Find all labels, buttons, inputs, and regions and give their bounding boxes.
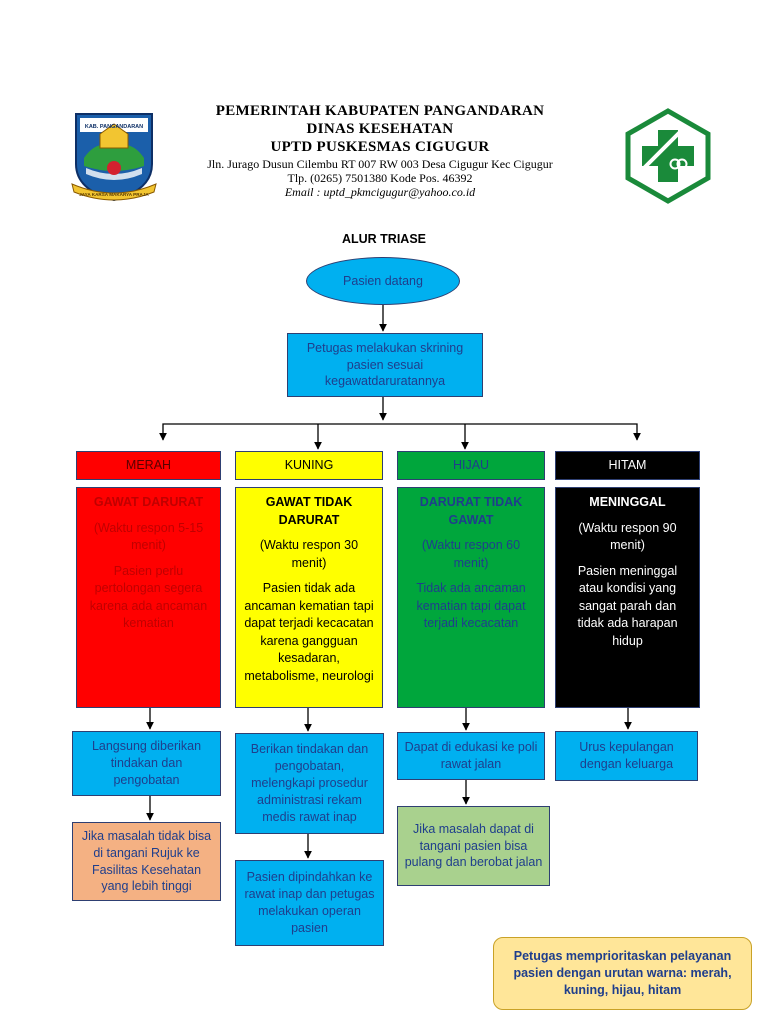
category-desc: Pasien perlu pertolongan segera karena a… xyxy=(89,563,208,631)
category-title: GAWAT TIDAK DARURAT xyxy=(265,495,353,527)
category-detail-merah: GAWAT DARURAT (Waktu respon 5-15 menit) … xyxy=(76,487,221,708)
category-detail-hitam: MENINGGAL (Waktu respon 90 menit) Pasien… xyxy=(555,487,700,708)
category-header-merah: MERAH xyxy=(76,451,221,480)
header-phone: Tlp. (0265) 7501380 Kode Pos. 46392 xyxy=(287,171,473,185)
category-time: (Waktu respon 30 menit) xyxy=(259,538,359,570)
category-desc: Tidak ada ancaman kematian tapi dapat te… xyxy=(416,581,526,630)
category-time: (Waktu respon 60 menit) xyxy=(421,538,521,570)
category-title: DARURAT TIDAK GAWAT xyxy=(419,495,523,527)
kab-pangandaran-logo: KAB. PANGANDARAN JAYA KARSA MAKARYA PRAJ… xyxy=(66,106,162,206)
logo-top-text: KAB. PANGANDARAN xyxy=(85,124,143,130)
header-line-1: PEMERINTAH KABUPATEN PANGANDARAN xyxy=(215,103,545,119)
category-desc: Pasien meninggal atau kondisi yang sanga… xyxy=(577,563,678,648)
header-email: Email : uptd_pkmcigugur@yahoo.co.id xyxy=(284,185,476,199)
action-hitam-1: Urus kepulangan dengan keluarga xyxy=(555,731,698,781)
category-header-hijau: HIJAU xyxy=(397,451,545,480)
category-header-kuning: KUNING xyxy=(235,451,383,480)
diagram-title: ALUR TRIASE xyxy=(341,232,427,246)
category-time: (Waktu respon 5-15 menit) xyxy=(93,520,204,553)
category-detail-kuning: GAWAT TIDAK DARURAT (Waktu respon 30 men… xyxy=(235,487,383,708)
logo-motto-text: JAYA KARSA MAKARYA PRAJA xyxy=(79,192,149,197)
start-node: Pasien datang xyxy=(306,257,460,305)
header-line-3: UPTD PUSKESMAS CIGUGUR xyxy=(270,139,490,155)
screening-box: Petugas melakukan skrining pasien sesuai… xyxy=(287,333,483,397)
action-hijau-2: Jika masalah dapat di tangani pasien bis… xyxy=(397,806,550,886)
category-title: GAWAT DARURAT xyxy=(93,495,204,509)
header-line-2: DINAS KESEHATAN xyxy=(306,121,454,137)
header-address: Jln. Jurago Dusun Cilembu RT 007 RW 003 … xyxy=(207,157,553,171)
action-hijau-1: Dapat di edukasi ke poli rawat jalan xyxy=(397,732,545,780)
category-title: MENINGGAL xyxy=(589,495,666,509)
action-kuning-1: Berikan tindakan dan pengobatan, melengk… xyxy=(235,733,384,834)
action-merah-1: Langsung diberikan tindakan dan pengobat… xyxy=(72,731,221,796)
category-desc: Pasien tidak ada ancaman kematian tapi d… xyxy=(244,581,374,683)
category-detail-hijau: DARURAT TIDAK GAWAT (Waktu respon 60 men… xyxy=(397,487,545,708)
category-header-hitam: HITAM xyxy=(555,451,700,480)
category-time: (Waktu respon 90 menit) xyxy=(578,520,677,553)
priority-note: Petugas memprioritaskan pelayanan pasien… xyxy=(493,937,752,1010)
puskesmas-logo xyxy=(625,108,711,204)
action-merah-2: Jika masalah tidak bisa di tangani Rujuk… xyxy=(72,822,221,901)
action-kuning-2: Pasien dipindahkan ke rawat inap dan pet… xyxy=(235,860,384,946)
